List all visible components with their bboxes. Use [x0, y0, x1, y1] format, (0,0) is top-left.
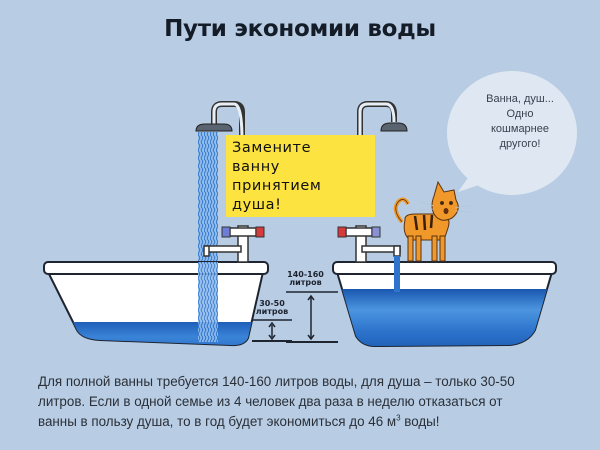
- left-shower-icon: [195, 101, 245, 141]
- speech-line: другого!: [499, 138, 541, 150]
- page-title: Пути экономии воды: [164, 16, 436, 42]
- left-faucet-icon: [203, 225, 265, 263]
- speech-line: Ванна, душ...: [486, 93, 554, 105]
- right-faucet-icon: [337, 225, 401, 292]
- note-line: душа!: [232, 197, 282, 213]
- bath-volume-marker: [286, 291, 338, 343]
- note-line: ванну: [232, 159, 280, 175]
- yellow-note: Замените ванну принятием душа!: [226, 135, 375, 217]
- bath-volume-label: 140-160 литров: [283, 271, 328, 287]
- speech-line: кошмарнее: [491, 123, 549, 135]
- speech-line: Одно: [506, 108, 534, 120]
- bath-volume-value: 140-160: [287, 270, 324, 279]
- shower-volume-value: 30-50: [259, 299, 285, 308]
- caption-line-3-end: воды!: [400, 414, 440, 429]
- shower-volume-unit: литров: [255, 307, 289, 316]
- bath-volume-unit: литров: [289, 278, 322, 287]
- shower-volume-label: 30-50 литров: [252, 300, 292, 316]
- right-bathtub-icon: [332, 261, 557, 348]
- caption-text: Для полной ванны требуется 140-160 литро…: [38, 372, 578, 432]
- cubic-superscript: 3: [396, 413, 401, 423]
- speech-bubble: Ванна, душ... Одно кошмарнее другого!: [455, 92, 585, 152]
- left-bathtub-icon: [43, 261, 269, 347]
- speech-bubble-shape: [447, 71, 577, 195]
- note-line: Замените: [232, 140, 312, 156]
- caption-line-3-text: ванны в пользу душа, то в год будет экон…: [38, 414, 397, 429]
- caption-line-2: литров. Если в одной семье из 4 человек …: [38, 394, 503, 409]
- right-shower-icon: [357, 101, 408, 145]
- shower-volume-marker: [252, 319, 292, 342]
- caption-line-1: Для полной ванны требуется 140-160 литро…: [38, 374, 515, 389]
- caption-line-3: ванны в пользу душа, то в год будет экон…: [38, 412, 578, 432]
- note-line: принятием: [232, 178, 322, 194]
- cat-icon: [393, 180, 471, 262]
